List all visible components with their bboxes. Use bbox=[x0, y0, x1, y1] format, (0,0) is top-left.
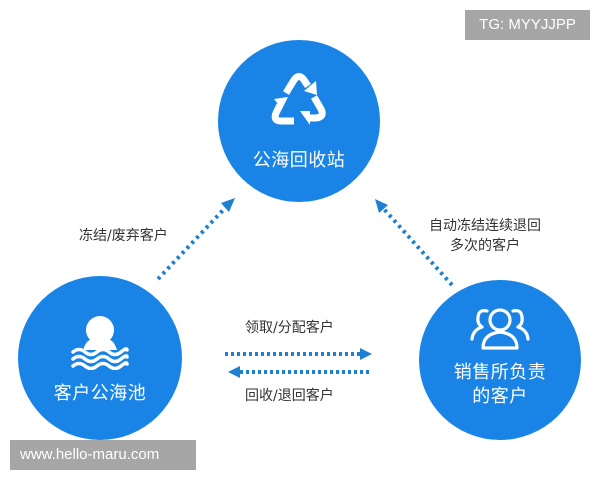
watermark-top-right: TG: MYYJJPP bbox=[465, 10, 590, 40]
edge-label-freeze-discard: 冻结/废弃客户 bbox=[79, 228, 168, 244]
edge-label-line1: 自动冻结连续退回 bbox=[429, 218, 541, 234]
user-group-icon bbox=[470, 308, 530, 350]
arrow-left-to-top bbox=[156, 198, 235, 281]
node-label: 客户公海池 bbox=[53, 383, 147, 404]
arrow-right-to-left bbox=[228, 366, 370, 378]
node-sales-owned-customers: 销售所负责 的客户 bbox=[419, 280, 581, 440]
edge-label-claim-assign: 领取/分配客户 bbox=[245, 320, 334, 336]
person-in-water-icon bbox=[71, 316, 129, 370]
node-customer-public-pool: 客户公海池 bbox=[18, 276, 182, 440]
arrow-left-to-right bbox=[225, 348, 372, 360]
node-public-recycle-bin: 公海回收站 bbox=[218, 40, 380, 202]
edge-label-auto-freeze: 自动冻结连续退回 多次的客户 bbox=[419, 216, 551, 256]
recycle-icon bbox=[271, 73, 326, 125]
watermark-bottom-left: www.hello-maru.com bbox=[10, 440, 196, 470]
node-label-line2: 的客户 bbox=[472, 386, 528, 407]
edge-label-recycle-return: 回收/退回客户 bbox=[245, 388, 334, 404]
edge-label-line2: 多次的客户 bbox=[450, 238, 520, 254]
node-label: 公海回收站 bbox=[252, 150, 346, 171]
node-label-line1: 销售所负责 bbox=[453, 362, 547, 383]
